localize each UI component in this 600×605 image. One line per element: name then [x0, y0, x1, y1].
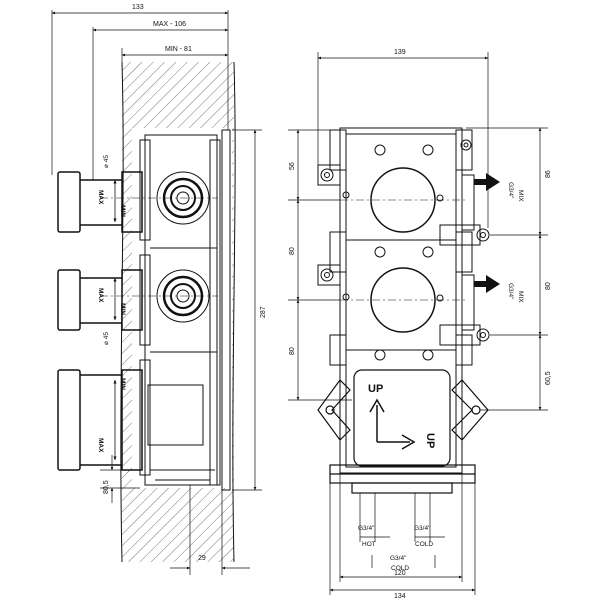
port-hot-name: HOT: [362, 541, 376, 548]
up-label: UP: [368, 383, 383, 395]
diameter-middle: ⌀ 45: [103, 332, 110, 345]
mounting-holes: [320, 139, 490, 361]
port-cold-name: COLD: [415, 541, 433, 548]
max-label-bottom: MAX: [97, 438, 104, 453]
min-label-bottom: MIN: [119, 378, 126, 390]
min-label-middle: MIN: [119, 303, 126, 315]
wall-right-edge: [232, 61, 236, 563]
dim-left-bottom: 80: [289, 347, 296, 355]
dim-wall-offset: 29: [198, 555, 206, 562]
dim-height: 287: [260, 306, 267, 318]
dim-right-mid: 80: [545, 282, 552, 290]
orientation-arrows: [369, 398, 416, 450]
cartridge-middle-side: [100, 269, 218, 323]
cartridge-top-side: [100, 171, 218, 225]
dim-overall: 133: [132, 4, 144, 11]
up-label-rotated: UP: [424, 433, 436, 448]
max-label-top: MAX: [97, 190, 104, 205]
max-label-middle: MAX: [97, 288, 104, 303]
port-hot-size: G3/4": [358, 525, 375, 532]
outlet-mid-size: G3/4": [507, 283, 514, 300]
dim-right-top: 86: [545, 170, 552, 178]
outlet-mid-name: MIX: [517, 291, 524, 303]
spindle-top: [57, 171, 143, 233]
dim-width-top: 139: [394, 49, 406, 56]
min-label-top: MIN: [119, 205, 126, 217]
valve-body-front: [317, 127, 481, 474]
cartridge-seats-front: [340, 167, 466, 333]
dim-min: MIN - 81: [165, 46, 192, 53]
outlet-arrows: [474, 173, 500, 293]
dim-overall-width: 134: [394, 593, 406, 600]
diameter-top: ⌀ 45: [103, 155, 110, 168]
front-view: UP UP G3/4" MIX G3/4" MIX: [288, 49, 552, 600]
dim-bottom-offset: 80,5: [103, 480, 110, 494]
dim-left-mid: 80: [289, 247, 296, 255]
dim-max: MAX - 106: [153, 21, 186, 28]
dim-left-top: 56: [289, 162, 296, 170]
port-cold-bottom-name: COLD: [391, 565, 409, 572]
port-cold-size: G3/4": [414, 525, 431, 532]
dim-inner-width: 120: [394, 570, 406, 577]
port-cold-bottom-size: G3/4": [390, 555, 407, 562]
outlet-top-name: MIX: [517, 190, 524, 202]
front-dim-lines: [288, 52, 548, 595]
dim-right-bottom: 60,5: [545, 371, 552, 385]
outlet-top-size: G3/4": [507, 182, 514, 199]
side-dim-lines: [51, 10, 262, 575]
side-view: MAX MIN MAX MIN MIN MAX ⌀ 45 ⌀ 45: [51, 4, 267, 575]
valve-body-side: [139, 129, 231, 491]
